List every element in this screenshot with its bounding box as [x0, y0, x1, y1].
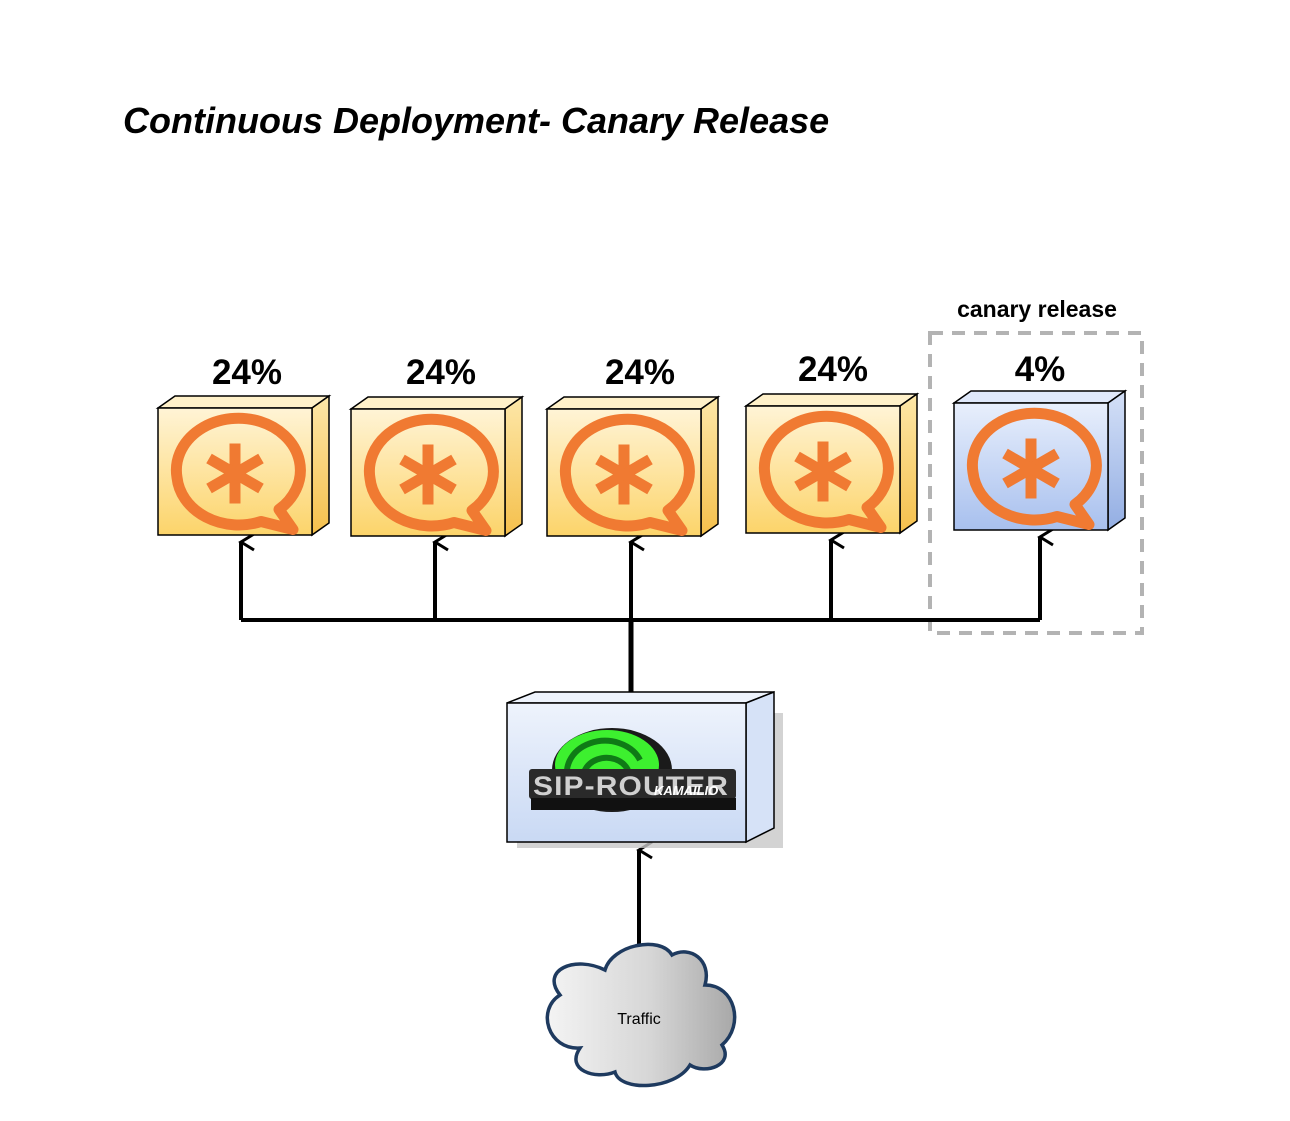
kamailio-label: KAMAILIO: [654, 783, 718, 798]
speech-bubble-ring: [363, 413, 499, 536]
asterisk-arm: [595, 454, 653, 495]
server-side-face: [504, 395, 523, 538]
router-top-face: [506, 691, 775, 704]
traffic-share-label: 4%: [1015, 350, 1066, 389]
traffic-share-label: 24%: [406, 353, 476, 392]
asterisk-arm: [206, 453, 264, 494]
server-side-face: [700, 395, 719, 538]
speech-bubble-ring: [966, 407, 1102, 530]
server-top-face: [348, 396, 525, 410]
server-node-3: 24%: [544, 353, 721, 538]
asterisk-star: [794, 441, 852, 502]
server-top-face: [951, 390, 1128, 404]
page-title: Continuous Deployment- Canary Release: [123, 100, 829, 141]
traffic-share-label: 24%: [212, 353, 282, 392]
server-side-face: [1107, 389, 1126, 532]
asterisk-logo-icon: [363, 413, 499, 536]
traffic-label: Traffic: [617, 1011, 661, 1028]
server-top-face: [544, 396, 721, 410]
asterisk-arm: [1002, 448, 1060, 489]
sip-router-logo-text: SIP-ROUTER: [533, 771, 729, 801]
router-side-face: [745, 690, 775, 844]
canary-release-label: canary release: [957, 296, 1117, 322]
cloud-icon: [545, 942, 737, 1088]
server-node-2: 24%: [348, 353, 525, 538]
speech-bubble-ring: [559, 413, 695, 536]
server-node-4: 24%: [743, 350, 920, 535]
asterisk-logo-icon: [966, 407, 1102, 530]
server-side-face: [311, 394, 330, 537]
traffic-share-label: 24%: [798, 350, 868, 389]
logo-band-shadow: [531, 798, 736, 810]
asterisk-logo-icon: [170, 412, 306, 535]
server-top-face: [155, 395, 332, 409]
sip-router-kamailio-logo: SIP-ROUTER KAMAILIO: [529, 728, 736, 812]
server-side-face: [899, 392, 918, 535]
traffic-share-label: 24%: [605, 353, 675, 392]
server-layer: 24% 24% 24% 24% 4%: [155, 350, 1128, 538]
asterisk-star: [1002, 438, 1060, 499]
server-node-5: 4%: [951, 350, 1128, 532]
distribution-lines: [238, 527, 1054, 945]
canary-group-border: [928, 331, 1144, 635]
speech-bubble-ring: [170, 412, 306, 535]
router-node: SIP-ROUTER KAMAILIO: [506, 690, 783, 848]
logo-text-band: [529, 769, 736, 799]
server-node-1: 24%: [155, 353, 332, 537]
speech-bubble-ring: [758, 410, 894, 533]
traffic-cloud: Traffic: [545, 942, 737, 1088]
asterisk-arm: [794, 451, 852, 492]
asterisk-star: [399, 444, 457, 505]
server-top-face: [743, 393, 920, 407]
asterisk-logo-icon: [559, 413, 695, 536]
asterisk-star: [595, 444, 653, 505]
asterisk-arm: [399, 454, 457, 495]
asterisk-star: [206, 443, 264, 504]
asterisk-logo-icon: [758, 410, 894, 533]
